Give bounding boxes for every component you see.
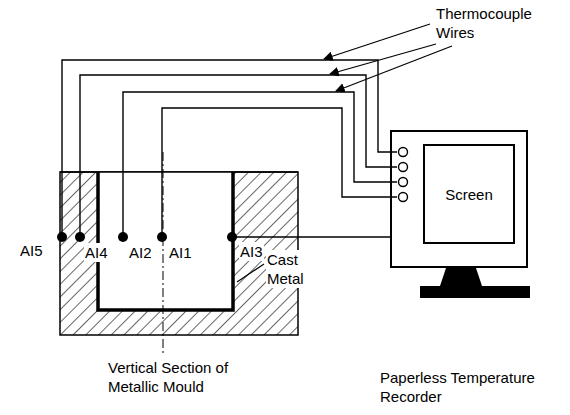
channel-label: AI1 — [168, 243, 193, 262]
screen-label: Screen — [445, 185, 493, 204]
leader-line — [237, 264, 264, 282]
channel-label: AI2 — [128, 243, 153, 262]
channel-label: AI4 — [84, 243, 109, 262]
mould-wall — [60, 172, 298, 335]
channel-label: AI5 — [20, 241, 43, 260]
recorder-button — [399, 148, 408, 202]
channel-label: AI3 — [239, 242, 264, 261]
section-caption: Vertical Section of Metallic Mould — [108, 358, 258, 396]
thermocouple-junction — [57, 232, 237, 242]
recorder-label: Paperless Temperature Recorder — [380, 368, 548, 406]
wire-label: Thermocouple Wires — [436, 4, 548, 42]
recorder-housing: Paperless Temperature RecorderScreen — [390, 130, 528, 268]
recorder-base — [420, 286, 530, 298]
leader-arrow — [324, 24, 452, 91]
recorder-stand — [440, 268, 482, 286]
mould-cavity — [98, 172, 233, 310]
cast-metal-interface — [98, 172, 233, 310]
material-label: Cast Metal — [266, 250, 314, 288]
screen-box: Screen — [423, 144, 515, 244]
